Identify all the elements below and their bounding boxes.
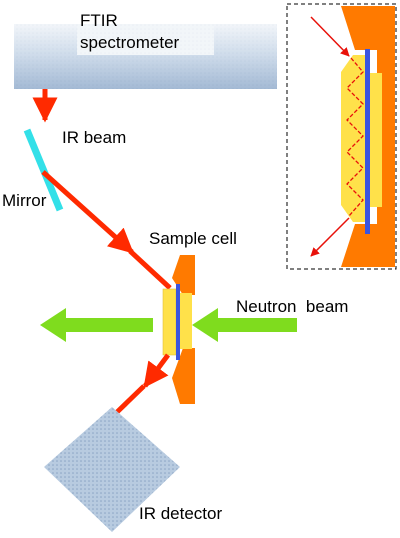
mirror-label: Mirror [2, 191, 47, 210]
sample-cell [162, 255, 195, 404]
ir-detector [44, 407, 180, 532]
spectrometer-label-line2: spectrometer [80, 33, 180, 52]
ir-beam-segment-4 [142, 353, 171, 389]
ir-beam-segment-5 [112, 384, 146, 417]
spectrometer-label-line1: FTIR [80, 11, 118, 30]
ftir-spectrometer [14, 24, 277, 89]
ir-beam-label: IR beam [62, 128, 126, 147]
inset-beam-out [310, 217, 350, 257]
ir-beam-segment-2 [41, 170, 134, 254]
ir-detector-label: IR detector [139, 504, 222, 523]
inset-zoom [286, 3, 397, 270]
neutron-beam-incoming [192, 308, 297, 342]
neutron-beam-label: Neutron beam [236, 297, 348, 316]
neutron-beam-outgoing [40, 308, 153, 342]
mirror [23, 128, 64, 212]
sample-cell-label: Sample cell [149, 229, 237, 248]
ir-beam-segment-3 [128, 249, 172, 290]
inset-beam-in [310, 16, 350, 57]
inset-reflection-path [346, 57, 364, 217]
